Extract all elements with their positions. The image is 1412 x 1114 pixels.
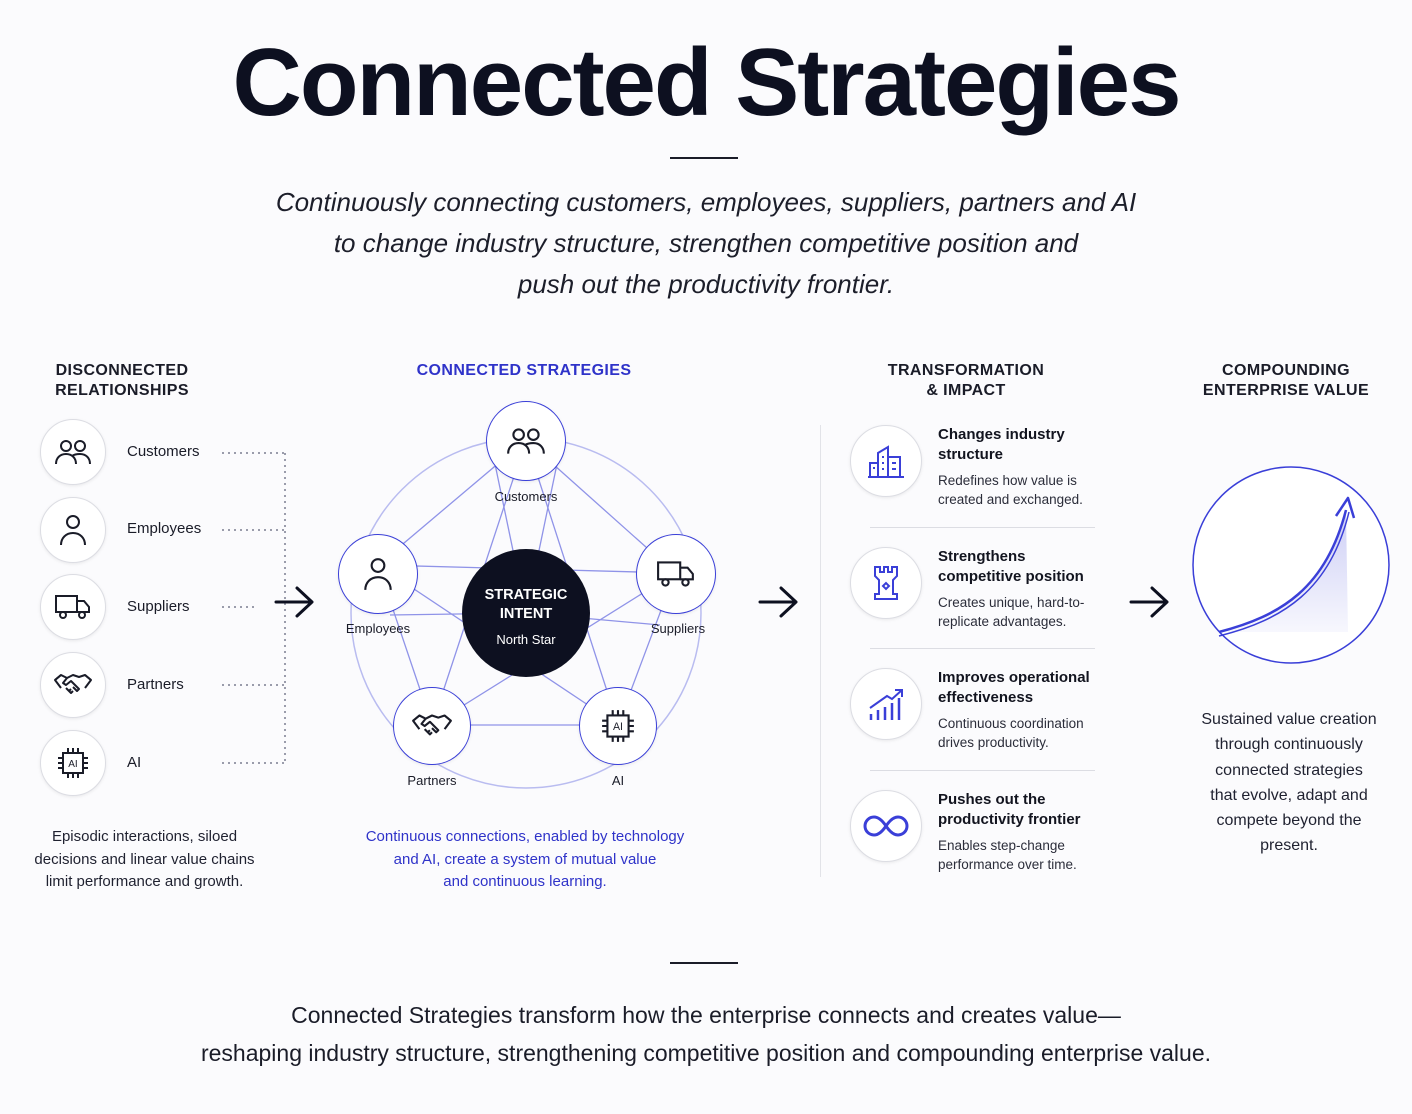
arrow-right-icon: [758, 586, 798, 618]
transformation-heading: TRANSFORMATION & IMPACT: [887, 362, 1045, 399]
node-label-customers: Customers: [494, 489, 558, 504]
strategic-intent-label: STRATEGIC INTENT: [484, 587, 568, 622]
arrow-right-icon: [274, 586, 314, 618]
svg-text:AI: AI: [68, 759, 77, 770]
svg-text:AI: AI: [613, 721, 623, 733]
node-label-suppliers: Suppliers: [650, 621, 706, 636]
title-divider: [670, 157, 738, 159]
impact-item: Pushes out the productivity frontier Ena…: [850, 790, 1100, 880]
node-label-ai: AI: [611, 773, 625, 788]
footer-divider: [670, 962, 738, 964]
growth-curve-icon: [1192, 466, 1390, 664]
node-label-partners: Partners: [407, 773, 457, 788]
connected-heading: CONNECTED STRATEGIES: [416, 362, 632, 379]
page-title: Connected Strategies: [232, 29, 1182, 136]
city-buildings-icon: [850, 425, 922, 497]
north-star-label: North Star: [496, 632, 556, 647]
subtitle-line: Continuously connecting customers, emplo…: [275, 187, 1137, 217]
node-employees-person-icon: [338, 534, 418, 614]
subtitle: Continuously connecting customers, emplo…: [206, 182, 1206, 305]
rel-label-employees: Employees: [127, 520, 202, 537]
users-icon: [40, 419, 106, 485]
person-icon: [40, 497, 106, 563]
compounding-heading: COMPOUNDING ENTERPRISE VALUE: [1202, 362, 1370, 399]
impact-item: Improves operational effectiveness Conti…: [850, 668, 1100, 758]
infinity-icon: [850, 790, 922, 862]
disconnected-heading: DISCONNECTED RELATIONSHIPS: [55, 362, 189, 399]
node-customers-users-icon: [486, 401, 566, 481]
truck-icon: [40, 574, 106, 640]
subtitle-line: to change industry structure, strengthen…: [333, 228, 1079, 258]
node-label-employees: Employees: [345, 621, 411, 636]
column-divider: [820, 425, 821, 877]
node-ai-chip-icon: AI: [579, 687, 657, 765]
node-partners-handshake-icon: [393, 687, 471, 765]
impact-divider: [870, 648, 1095, 649]
impact-divider: [870, 770, 1095, 771]
impact-item: Changes industry structure Redefines how…: [850, 425, 1100, 515]
ai-chip-icon: AI: [40, 730, 106, 796]
rel-label-customers: Customers: [127, 443, 200, 460]
rel-label-ai: AI: [127, 754, 142, 771]
connected-description: Continuous connections, enabled by techn…: [365, 828, 685, 890]
rel-label-partners: Partners: [127, 676, 184, 693]
subtitle-line: push out the productivity frontier.: [517, 269, 895, 299]
impact-item: Strengthens competitive position Creates…: [850, 547, 1100, 637]
impact-divider: [870, 527, 1095, 528]
disconnected-description: Episodic interactions, siloed decisions …: [34, 828, 255, 890]
growth-bars-icon: [850, 668, 922, 740]
handshake-icon: [40, 652, 106, 718]
castle-tower-icon: [850, 547, 922, 619]
compounding-description: Sustained value creation through continu…: [1201, 711, 1377, 855]
node-suppliers-truck-icon: [636, 534, 716, 614]
footer-summary: Connected Strategies transform how the e…: [200, 1002, 1212, 1066]
dotted-connectors: [222, 452, 286, 764]
rel-label-suppliers: Suppliers: [127, 598, 190, 615]
arrow-right-icon: [1129, 586, 1169, 618]
